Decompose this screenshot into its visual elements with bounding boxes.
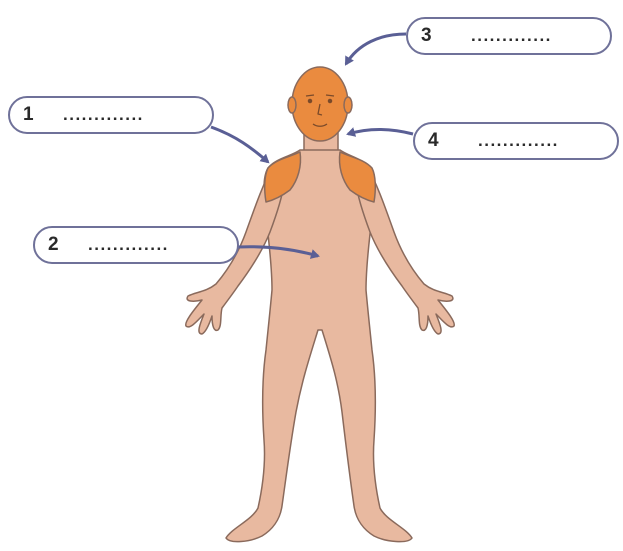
arrow-1	[211, 127, 268, 162]
label-blank: .............	[471, 26, 552, 46]
left-ear	[288, 97, 296, 113]
label-blank: .............	[478, 131, 559, 151]
right-ear	[344, 97, 352, 113]
label-box-2[interactable]: 2 .............	[33, 226, 239, 264]
label-number: 2	[48, 234, 88, 256]
label-blank: .............	[63, 105, 144, 125]
label-box-1[interactable]: 1 .............	[8, 96, 214, 134]
label-box-4[interactable]: 4 .............	[413, 122, 619, 160]
label-number: 4	[428, 130, 478, 152]
label-number: 3	[421, 25, 471, 47]
arrow-3	[346, 34, 406, 64]
arrow-4	[348, 130, 413, 135]
label-number: 1	[23, 104, 63, 126]
label-blank: .............	[88, 235, 169, 255]
label-box-3[interactable]: 3 .............	[406, 17, 612, 55]
